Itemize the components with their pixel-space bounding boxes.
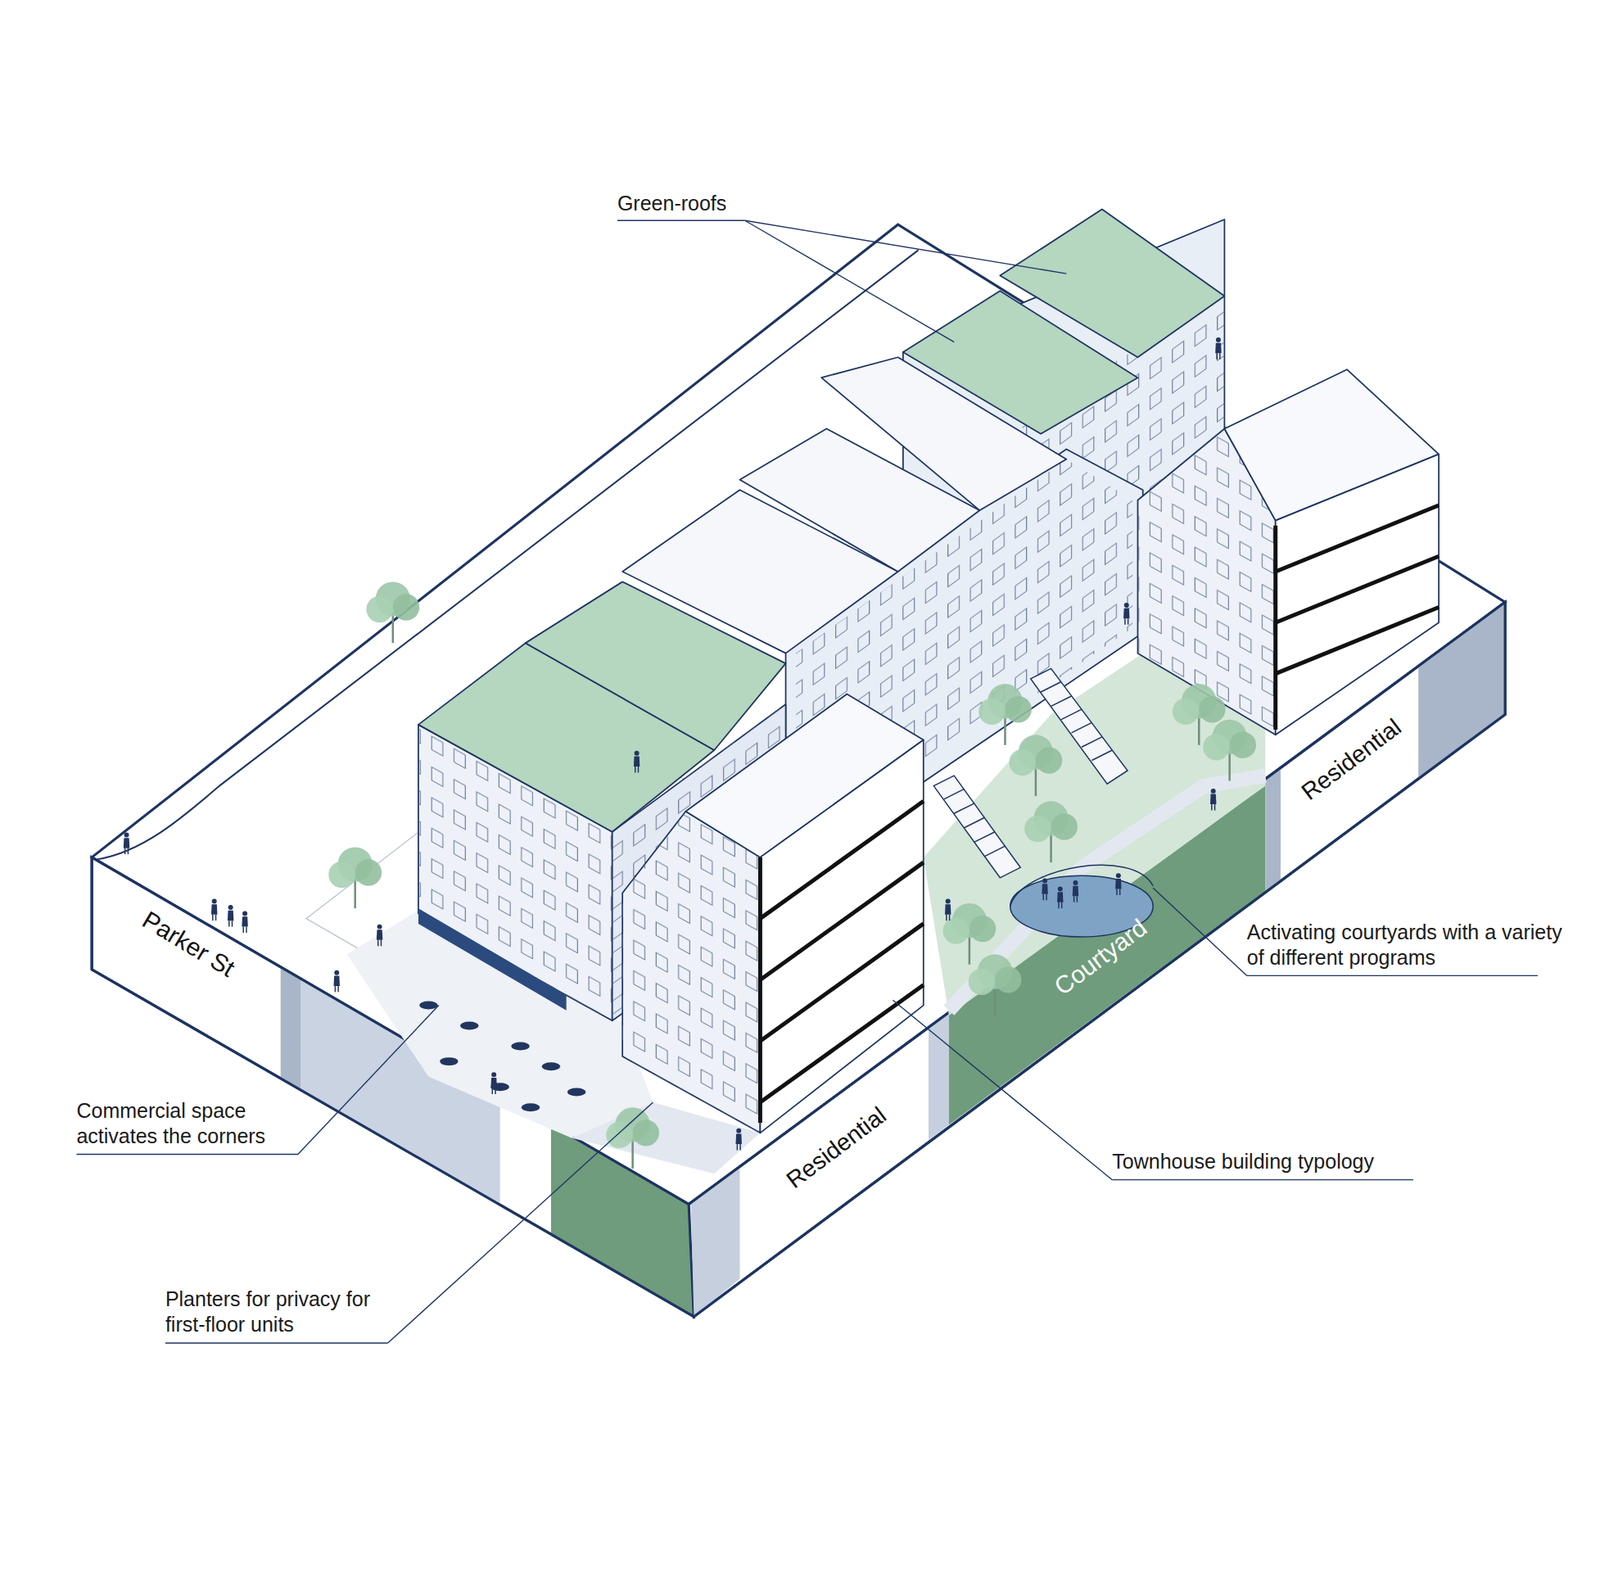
- leader-lines-part: [298, 1005, 439, 1155]
- buildings-part-part: [759, 862, 923, 980]
- people-part: [944, 898, 951, 921]
- buildings-part-part: [1275, 607, 1439, 674]
- site-base-part: [1265, 767, 1281, 891]
- trees: [328, 581, 1257, 1169]
- ground-areas-part-part: [567, 1088, 586, 1097]
- leader-lines-part: [1111, 1179, 1414, 1180]
- buildings-part: [821, 357, 1067, 511]
- ground-areas-part-part: [419, 1001, 438, 1010]
- buildings-part: [525, 581, 787, 751]
- people-part: [1115, 872, 1121, 895]
- leader-lines-part: [745, 220, 954, 342]
- callout-text: Activating courtyards with a variety of …: [1247, 919, 1569, 972]
- leader-lines-part: [165, 1342, 389, 1343]
- buildings-part: [418, 908, 567, 1011]
- buildings-part: [622, 811, 760, 1134]
- people-part: [633, 750, 640, 773]
- callout-text: Commercial space activates the corners: [76, 1098, 312, 1150]
- ground-areas-part: [419, 1001, 586, 1112]
- buildings-part: [999, 209, 1225, 358]
- buildings-part: [1275, 454, 1439, 736]
- buildings-part: [1275, 505, 1439, 730]
- leader-lines-part: [1152, 887, 1248, 976]
- ground-areas-part-part: [439, 1057, 458, 1066]
- site-base-part: [691, 1166, 741, 1316]
- trees-part: [1008, 734, 1063, 796]
- people-part: [1041, 878, 1048, 901]
- callout-text: Planters for privacy for first-floor uni…: [165, 1286, 398, 1338]
- buildings-part-part: [1273, 525, 1278, 730]
- trees-part: [366, 581, 420, 643]
- buildings-part: [759, 800, 923, 1123]
- site-base-part: [280, 967, 302, 1091]
- people: [123, 337, 1222, 1150]
- people-part: [123, 831, 130, 855]
- stairs: [933, 668, 1128, 877]
- buildings-part: [759, 740, 923, 1134]
- people-part: [333, 970, 339, 993]
- trees-part: [328, 846, 382, 909]
- trees-part: [1202, 719, 1257, 782]
- buildings-part-part: [759, 985, 923, 1103]
- site-base-part: [1418, 601, 1506, 779]
- buildings-part-part: [1275, 555, 1439, 623]
- trees-part: [968, 953, 1022, 1016]
- people-part: [1072, 880, 1079, 903]
- buildings-part-part: [758, 857, 763, 1123]
- people-part: [735, 1128, 742, 1151]
- callout-text: Green-roofs: [617, 190, 798, 217]
- people-part: [376, 924, 383, 947]
- buildings-part-part: [759, 800, 923, 918]
- ground-areas-part-part: [510, 1041, 529, 1050]
- trees-part: [978, 683, 1032, 746]
- site-base: [91, 224, 1506, 1316]
- leader-lines-part: [617, 220, 746, 222]
- stairs-part: [933, 775, 1021, 878]
- leader-lines-part: [745, 220, 1067, 274]
- people-part: [241, 910, 248, 933]
- leader-lines-part: [388, 1102, 654, 1343]
- buildings-part: [622, 811, 760, 1134]
- people-part: [211, 898, 217, 921]
- people-part: [1210, 788, 1216, 811]
- leader-lines-part: [892, 999, 1112, 1180]
- ground-areas-part: [1010, 864, 1153, 906]
- buildings-part-part: [759, 923, 923, 1041]
- ground-areas-part-part: [521, 1102, 540, 1112]
- people-part: [490, 1071, 497, 1094]
- leader-lines-part: [76, 1153, 298, 1155]
- trees-part: [1024, 800, 1078, 863]
- ground-areas-part-part: [542, 1062, 561, 1071]
- people-part: [1215, 337, 1221, 360]
- buildings-part-part: [1275, 505, 1439, 572]
- callout-text: Townhouse building typology: [1111, 1148, 1456, 1175]
- buildings: [418, 209, 1439, 1134]
- ground-areas-part-part: [460, 1021, 479, 1031]
- people-part: [1057, 886, 1063, 909]
- people-part: [1123, 602, 1130, 625]
- leader-lines: [76, 220, 1538, 1343]
- people-part: [227, 904, 234, 927]
- leader-lines-part: [1247, 975, 1538, 977]
